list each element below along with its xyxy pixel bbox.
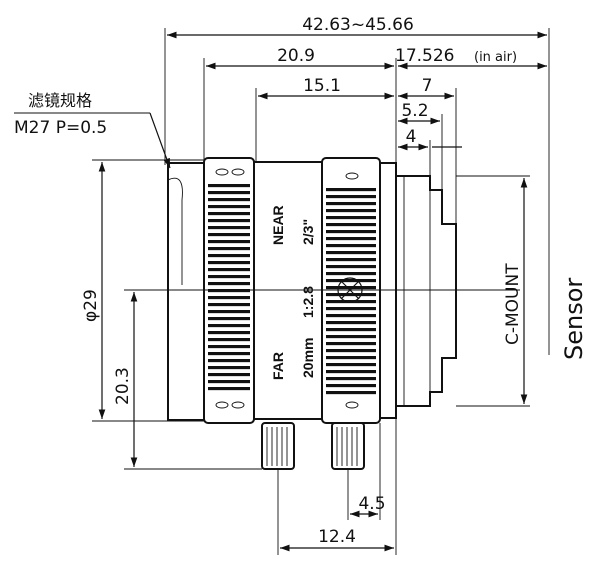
- knurl-stripe: [326, 216, 376, 220]
- knurl-stripe: [208, 261, 250, 265]
- filter-thread-edge: [167, 177, 183, 285]
- knurl-stripe: [326, 188, 376, 192]
- knurl-stripe: [208, 212, 250, 216]
- mount-depth-dimension: 7: [422, 76, 433, 96]
- knurl-stripe: [208, 359, 250, 363]
- knurl-stripe: [326, 377, 376, 381]
- focal-length-label: 20mm: [300, 338, 316, 378]
- knurl-stripe: [208, 296, 250, 300]
- knurl-stripe: [326, 209, 376, 213]
- knurl-stripe: [208, 282, 250, 286]
- knurl-stripe: [326, 223, 376, 227]
- knurl-stripe: [326, 363, 376, 367]
- total-length-dimension: 42.63~45.66: [302, 15, 414, 35]
- c-mount-label: C-MOUNT: [503, 263, 523, 345]
- knurl-stripe: [326, 202, 376, 206]
- knurl-stripe: [208, 233, 250, 237]
- lock-screw-left: [261, 422, 295, 470]
- knurl-stripe: [208, 338, 250, 342]
- knurl-stripe: [326, 370, 376, 374]
- knurl-stripe: [208, 219, 250, 223]
- c-mount: [395, 175, 457, 407]
- knurl-stripe: [326, 237, 376, 241]
- knurl-stripe: [326, 195, 376, 199]
- knurl-stripe: [326, 244, 376, 248]
- knurl-stripe: [208, 324, 250, 328]
- knurl-stripe: [326, 391, 376, 395]
- knurl-stripe: [208, 366, 250, 370]
- knurl-stripe: [208, 317, 250, 321]
- near-label: NEAR: [270, 205, 286, 245]
- knurl-stripe: [326, 230, 376, 234]
- knurl-stripe: [208, 303, 250, 307]
- knurl-stripe: [208, 254, 250, 258]
- knurl-stripe: [326, 349, 376, 353]
- knurl-stripe: [326, 356, 376, 360]
- thread-inner-dimension: 4: [406, 127, 417, 147]
- knurl-stripe: [326, 307, 376, 311]
- knurl-stripe: [208, 184, 250, 188]
- knurl-stripe: [208, 289, 250, 293]
- diameter-dimension: φ29: [81, 289, 101, 322]
- knurl-stripe: [326, 342, 376, 346]
- knurl-stripe: [208, 247, 250, 251]
- knurl-stripe: [208, 275, 250, 279]
- knurl-stripe: [208, 345, 250, 349]
- rear-body: [379, 162, 397, 419]
- knurl-stripe: [208, 331, 250, 335]
- screw-spacing-dimension: 12.4: [318, 527, 356, 547]
- filter-spec-label: 滤镜规格: [28, 91, 92, 110]
- knurl-stripe: [326, 328, 376, 332]
- knurl-stripe: [208, 198, 250, 202]
- knurl-stripe: [208, 380, 250, 384]
- knurl-stripe: [326, 265, 376, 269]
- filter-thread-spec: M27 P=0.5: [14, 118, 107, 138]
- knurl-stripe: [326, 321, 376, 325]
- flange-back-note: (in air): [474, 50, 517, 65]
- knurl-stripe: [326, 286, 376, 290]
- knurl-stripe: [326, 279, 376, 283]
- knurl-stripe: [326, 258, 376, 262]
- focus-ring-knurl: [208, 184, 250, 391]
- knurl-stripe: [208, 226, 250, 230]
- knurl-stripe: [208, 240, 250, 244]
- knurl-stripe: [208, 268, 250, 272]
- sensor-label: Sensor: [560, 278, 588, 360]
- knurl-stripe: [208, 310, 250, 314]
- knurl-stripe: [326, 293, 376, 297]
- far-label: FAR: [270, 352, 286, 380]
- center-height-dimension: 20.3: [113, 367, 133, 405]
- screw-offset-dimension: 4.5: [358, 494, 385, 514]
- thread-depth-dimension: 5.2: [401, 101, 428, 121]
- middle-barrel: [253, 161, 323, 420]
- aperture-label: 1:2.8: [300, 286, 316, 318]
- knurl-stripe: [326, 335, 376, 339]
- filter-barrel: [167, 162, 205, 421]
- knurl-stripe: [208, 352, 250, 356]
- knurl-stripe: [326, 272, 376, 276]
- knurl-stripe: [326, 384, 376, 388]
- knurl-stripe: [208, 205, 250, 209]
- ring-to-mount-dimension: 15.1: [303, 76, 341, 96]
- knurl-stripe: [208, 373, 250, 377]
- body-length-dimension: 20.9: [277, 46, 315, 66]
- knurl-stripe: [326, 314, 376, 318]
- knurl-stripe: [208, 191, 250, 195]
- lens-body: [167, 157, 457, 470]
- knurl-stripe: [208, 387, 250, 391]
- flange-back-dimension: 17.526: [395, 46, 454, 66]
- lock-screw-right: [331, 422, 365, 470]
- knurl-stripe: [326, 251, 376, 255]
- format-label: 2/3": [300, 219, 316, 245]
